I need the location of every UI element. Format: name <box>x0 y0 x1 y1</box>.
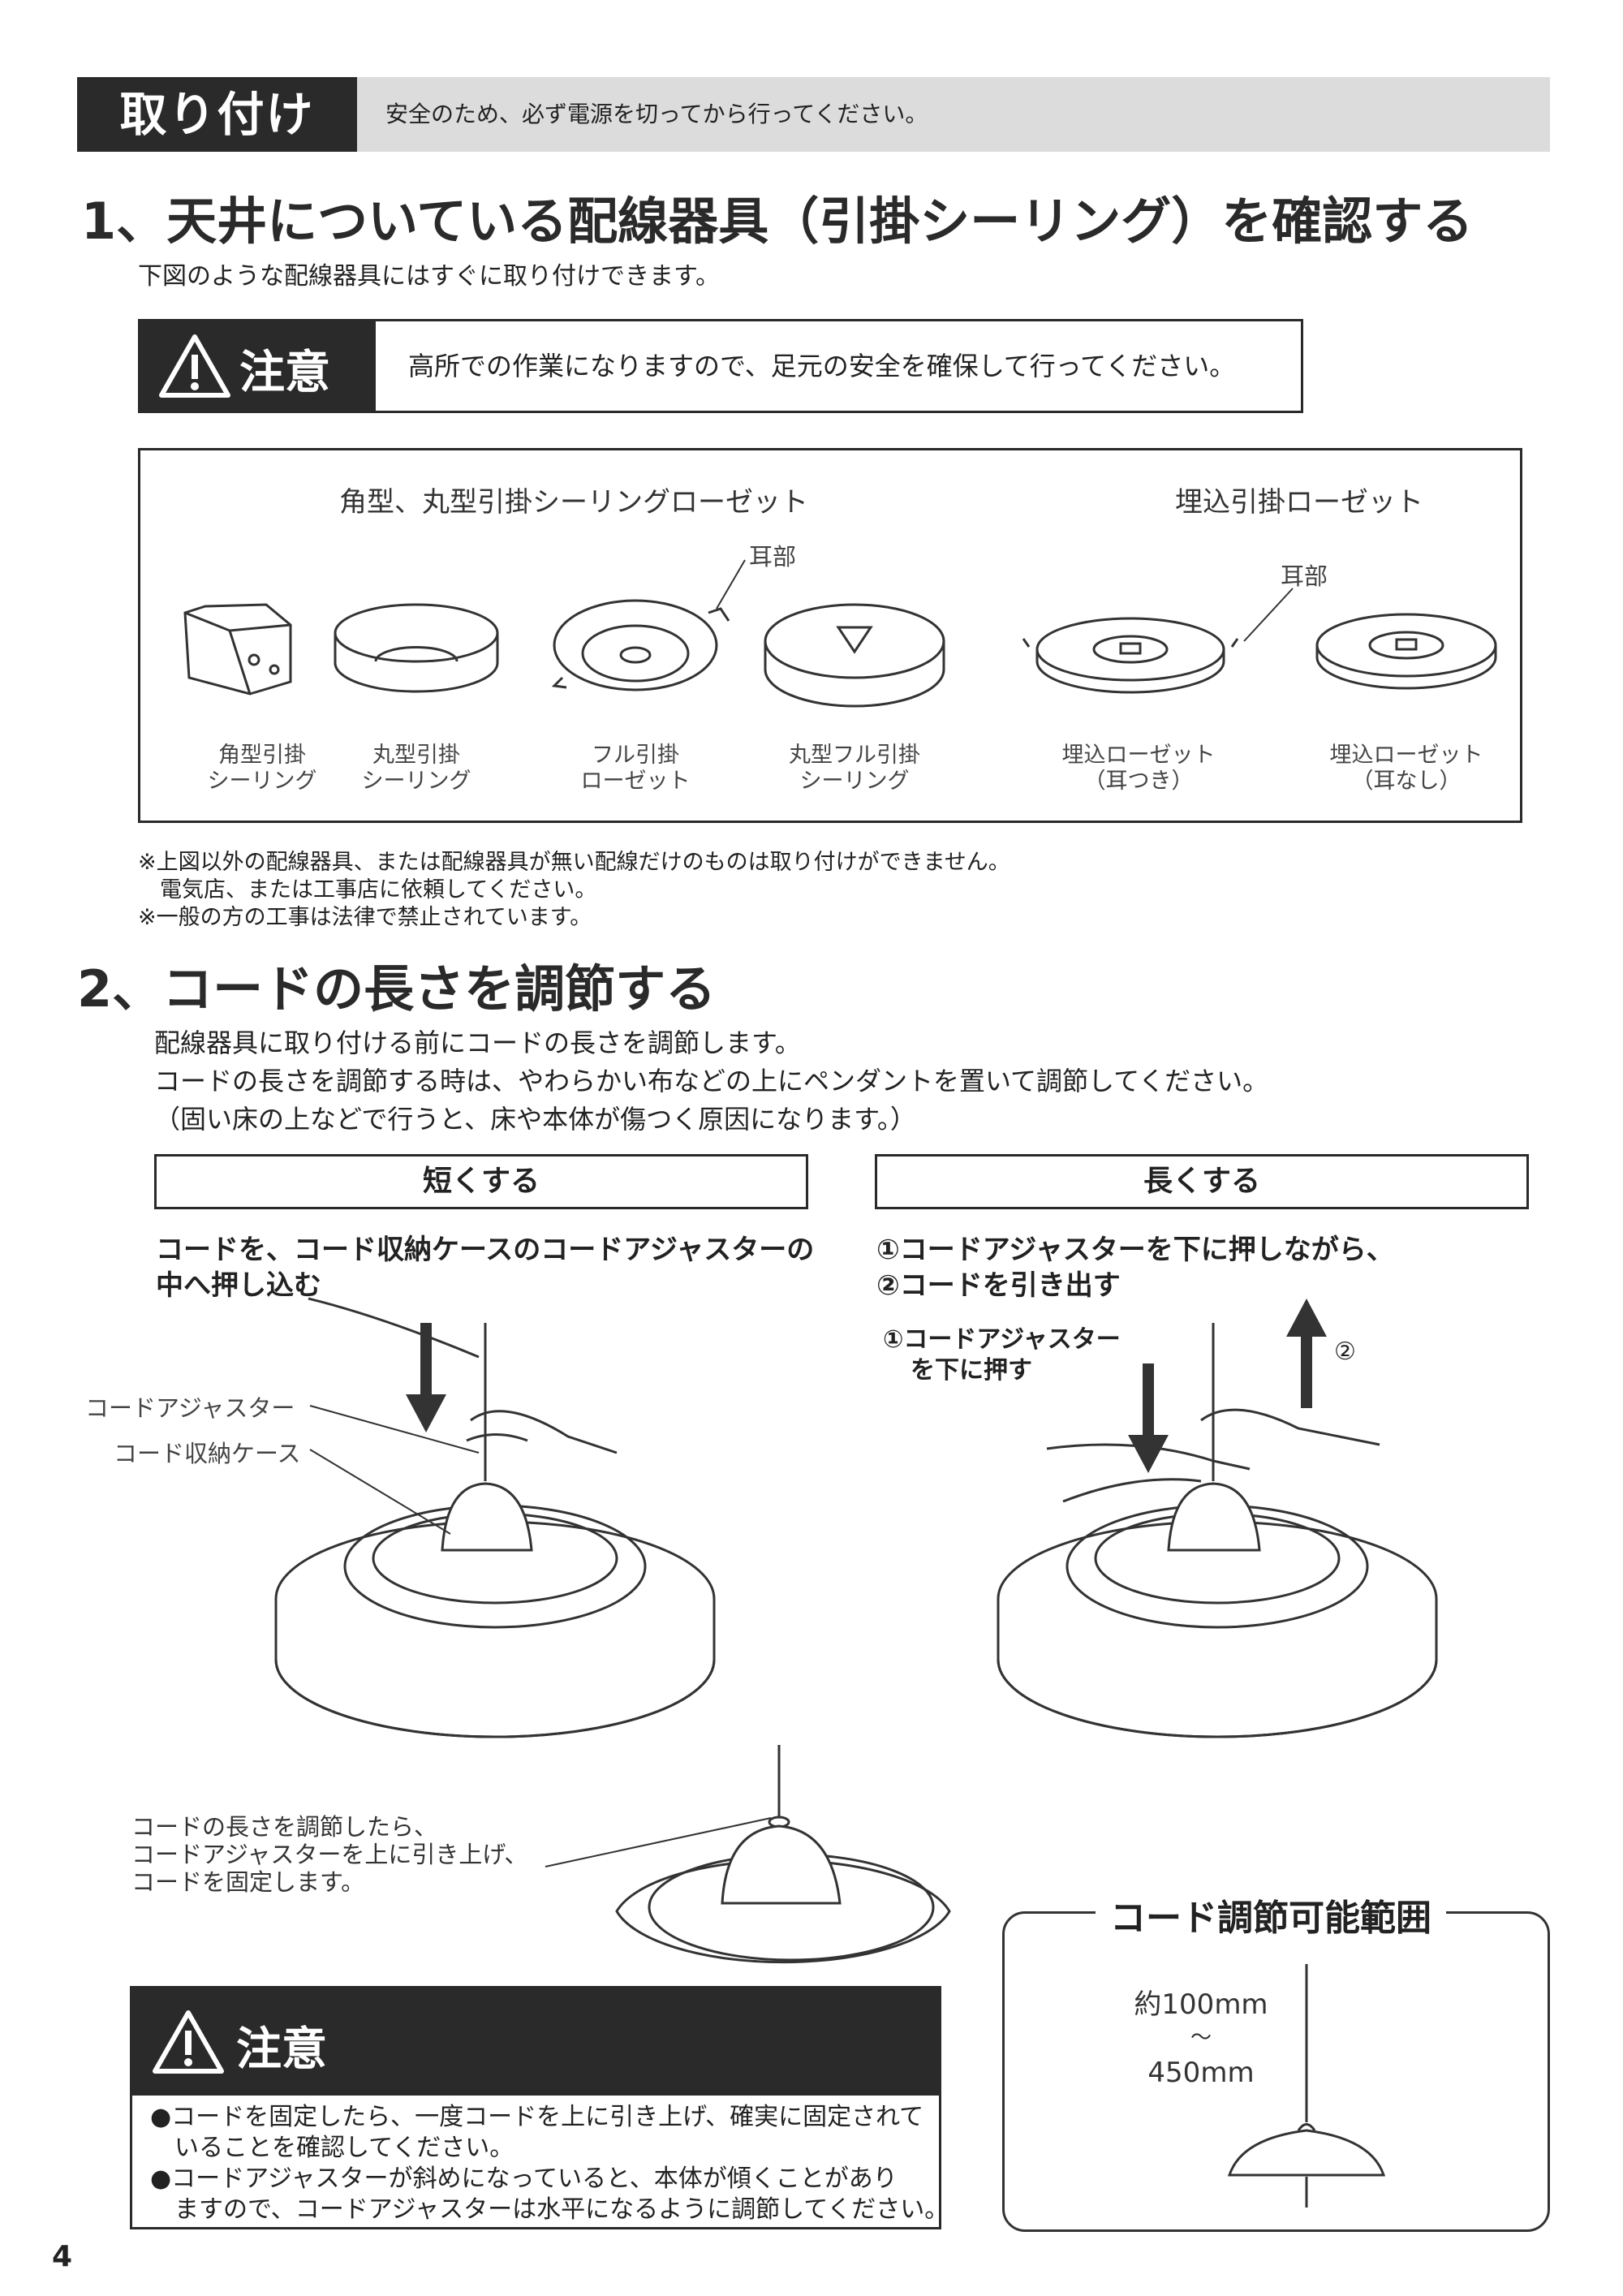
cord-adjust-illustrations <box>274 1297 1438 1964</box>
caution-box-2: 注意 ●コードを固定したら、一度コードを上に引き上げ、確実に固定されて いること… <box>130 1986 949 2229</box>
round-full-ceiling-icon <box>764 603 945 708</box>
fixture-caption-4: 丸型フル引掛シーリング <box>789 743 920 794</box>
lengthen-instr-1: ①コードアジャスターを下に押しながら、 <box>876 1234 1394 1266</box>
fixture-group-left: 角型、丸型引掛シーリングローゼット <box>339 486 808 519</box>
fixture-caption-3: フル引掛ローゼット <box>580 743 691 794</box>
fixture-group-right: 埋込引掛ローゼット <box>1175 486 1423 519</box>
ear-label-1: 耳部 <box>749 543 797 571</box>
caution-label-block: 注意 <box>140 321 376 411</box>
cord-range-min: 約100mm <box>1134 1988 1268 2021</box>
caution-text: 高所での作業になりますので、足元の安全を確保して行ってください。 <box>408 351 1236 381</box>
round-ceiling-icon <box>334 603 499 693</box>
section1-note-2: 電気店、または工事店に依頼してください。 <box>138 877 597 902</box>
fixtures-panel: 角型、丸型引掛シーリングローゼット 埋込引掛ローゼット 耳部 耳部 <box>138 448 1522 823</box>
pendant-shorten-icon <box>274 1323 716 1738</box>
arrow-down-icon <box>1128 1363 1169 1473</box>
cord-range-max: 450mm <box>1147 2057 1255 2089</box>
pendant-range-icon <box>1227 1964 1386 2208</box>
lengthen-instr-2: ②コードを引き出す <box>876 1269 1121 1302</box>
section2-body-2: コードの長さを調節する時は、やわらかい布などの上にペンダントを置いて調節してくだ… <box>154 1066 1269 1096</box>
lengthen-step2: ② <box>1334 1338 1356 1366</box>
lengthen-header: 長くする <box>875 1154 1529 1209</box>
full-rosette-icon <box>551 599 730 691</box>
shorten-header: 短くする <box>154 1154 808 1209</box>
caution-box-1: 注意 高所での作業になりますので、足元の安全を確保して行ってください。 <box>138 319 1303 413</box>
caution-title-2: 注意 <box>236 2023 327 2076</box>
cord-range-title: コード調節可能範囲 <box>1096 1889 1446 1941</box>
section2-body-1: 配線器具に取り付ける前にコードの長さを調節します。 <box>154 1027 801 1058</box>
fixtures-illustration <box>183 559 1497 708</box>
lengthen-step1: ①コードアジャスターを下に押す <box>883 1325 1121 1385</box>
warning-triangle-icon <box>153 2010 224 2074</box>
pendant-fixed-icon <box>615 1745 951 1964</box>
square-ceiling-icon <box>183 603 292 696</box>
section2-title: 2、コードの長さを調節する <box>77 959 717 1019</box>
header-bar: 取り付け 安全のため、必ず電源を切ってから行ってください。 <box>77 77 1550 152</box>
label-cord-case: コード収納ケース <box>114 1440 301 1467</box>
caution-title: 注意 <box>239 347 330 399</box>
fixture-caption-2: 丸型引掛シーリング <box>361 743 471 794</box>
section1-intro: 下図のような配線器具にはすぐに取り付けできます。 <box>138 262 720 291</box>
shorten-instr-2: 中へ押し込む <box>156 1269 321 1302</box>
arrow-up-icon <box>1286 1299 1327 1408</box>
section1-title: 1、天井についている配線器具（引掛シーリング）を確認する <box>81 192 1474 251</box>
after-adjust-note: コードの長さを調節したら、 コードアジャスターを上に引き上げ、 コードを固定しま… <box>131 1813 528 1896</box>
section1-note-1: ※上図以外の配線器具、または配線器具が無い配線だけのものは取り付けができません。 <box>138 850 1010 875</box>
fixture-caption-5: 埋込ローゼット（耳つき） <box>1061 743 1216 794</box>
shorten-instr-1: コードを、コード収納ケースのコードアジャスターの <box>156 1234 815 1266</box>
header-tag: 取り付け <box>77 77 357 152</box>
recessed-rosette-eared-icon <box>1022 617 1239 694</box>
caution-items: ●コードを固定したら、一度コードを上に引き上げ、確実に固定されて いることを確認… <box>150 2103 949 2224</box>
fixture-caption-1: 角型引掛シーリング <box>207 743 317 794</box>
section2-body-3: （固い床の上などで行うと、床や本体が傷つく原因になります。） <box>154 1104 916 1135</box>
ear-label-2: 耳部 <box>1281 562 1328 590</box>
pendant-lengthen-icon <box>997 1323 1438 1738</box>
header-safety-note: 安全のため、必ず電源を切ってから行ってください。 <box>385 101 928 127</box>
warning-triangle-icon <box>159 334 230 398</box>
cord-range-tilde: ～ <box>1190 2026 1212 2050</box>
section1-note-3: ※一般の方の工事は法律で禁止されています。 <box>138 905 592 930</box>
label-cord-adjuster: コードアジャスター <box>85 1394 295 1422</box>
page-number: 4 <box>52 2240 73 2273</box>
recessed-rosette-plain-icon <box>1315 613 1497 690</box>
caution-label-block-2: 注意 <box>132 1988 939 2096</box>
fixture-caption-6: 埋込ローゼット（耳なし） <box>1329 743 1483 794</box>
arrow-down-icon <box>406 1323 446 1432</box>
